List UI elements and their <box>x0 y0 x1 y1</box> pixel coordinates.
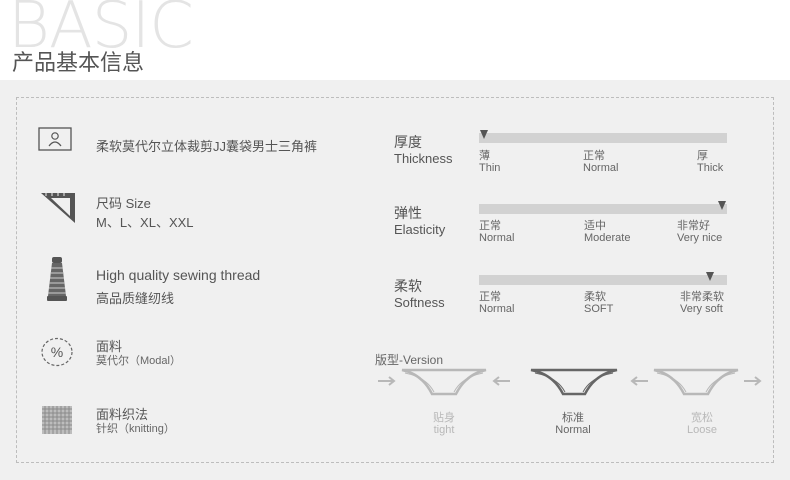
softness-zh: 柔软 <box>394 278 422 294</box>
softness-pointer <box>705 272 714 281</box>
thread-heading: High quality sewing thread <box>96 267 261 283</box>
elasticity-zh: 弹性 <box>394 205 422 221</box>
weave-heading: 面料织法 <box>96 407 149 422</box>
feature-cut-label: 柔软莫代尔立体裁剪JJ囊袋男士三角裤 <box>96 139 318 154</box>
svg-text:%: % <box>51 344 63 360</box>
size-heading: 尺码 Size <box>96 196 151 211</box>
weave-value: 针织（knitting） <box>96 423 175 435</box>
thickness-en: Thickness <box>394 151 453 166</box>
fabric-value: 莫代尔（Modal） <box>96 355 181 367</box>
fabric-heading: 面料 <box>96 339 123 354</box>
version-title: 版型-Version <box>375 353 444 367</box>
softness-bar <box>479 275 727 285</box>
page-title: 产品基本信息 <box>12 50 145 75</box>
thickness-bar <box>479 133 727 143</box>
elasticity-pointer <box>718 201 727 210</box>
loose-brief-icon <box>630 367 762 402</box>
elasticity-bar <box>479 204 727 214</box>
elasticity-en: Elasticity <box>394 222 446 237</box>
normal-brief-icon <box>529 367 619 402</box>
thickness-zh: 厚度 <box>394 134 422 150</box>
thread-spool-icon <box>46 256 68 307</box>
dashed-frame <box>16 97 774 463</box>
person-tag-icon <box>38 127 72 156</box>
tight-brief-icon <box>378 367 510 402</box>
thread-subtitle: 高品质缝纫线 <box>96 291 175 306</box>
knit-grid-icon <box>42 406 72 439</box>
size-values: M、L、XL、XXL <box>96 215 194 230</box>
set-square-icon <box>40 191 76 230</box>
basic-watermark: BASIC <box>8 0 194 63</box>
thickness-pointer <box>479 130 488 139</box>
softness-en: Softness <box>394 295 445 310</box>
percent-circle-icon: % <box>40 337 74 372</box>
